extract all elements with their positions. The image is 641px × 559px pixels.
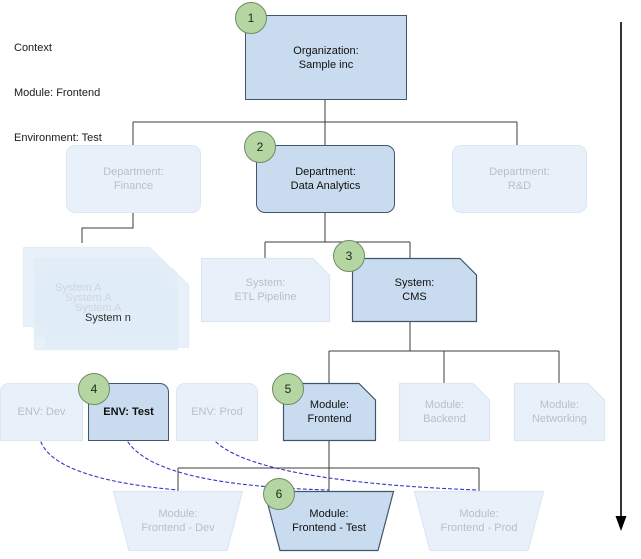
context-environment: Environment: Test [14,132,102,144]
badge-label: 4 [90,382,98,396]
node-label: ENV: Prod [191,406,243,418]
outline-stack-card-4 [33,274,179,351]
node-env-dev[interactable]: ENV: Dev [0,383,83,441]
outline-system-cms [351,257,478,323]
badge-1[interactable]: 1 [235,2,267,34]
node-label: Department: Data Analytics [290,166,361,192]
stack-label-3: System A [75,302,122,314]
node-label: ENV: Dev [17,406,66,418]
outline-module-backend [398,382,491,442]
outline-system-etl-pipeline [200,257,331,323]
stack-label-4: System n [85,312,131,324]
node-label: Module: Frontend - Dev [141,508,215,534]
link-env-dev-to-frontend-dev [40,441,179,491]
node-module-networking[interactable]: Module: Networking [514,383,605,441]
badge-label: 3 [345,249,353,263]
link-env-prod-to-frontend-prod [215,441,479,491]
node-system-cms[interactable]: System: CMS [352,258,477,322]
node-department-rnd[interactable]: Department: R&D [452,145,587,213]
connector-finance-to-system-stack [81,213,134,243]
outline-stack-card-3 [44,267,190,349]
stack-label-2: System A [65,292,112,304]
badge-3[interactable]: 3 [333,240,365,272]
badge-6[interactable]: 6 [263,478,295,510]
outline-module-frontend-prod [413,490,545,552]
node-module-frontend-prod[interactable]: Module: Frontend - Prod [414,491,544,551]
outline-module-networking [513,382,606,442]
node-module-backend[interactable]: Module: Backend [399,383,490,441]
node-label: Department: R&D [489,166,550,192]
node-label: Module: Frontend - Prod [440,508,518,534]
badge-5[interactable]: 5 [272,373,304,405]
flow-direction-arrow [615,22,627,531]
outline-stack-card-1 [22,246,168,328]
badge-4[interactable]: 4 [78,373,110,405]
outline-stack-card-2 [33,257,179,339]
node-label: ENV: Test [103,406,154,418]
node-department-data-analytics[interactable]: Department: Data Analytics [256,145,395,213]
outline-module-frontend-test [263,490,395,552]
node-label: Module: Backend [423,399,466,425]
outline-module-frontend-dev [112,490,244,552]
node-label: Module: Networking [531,399,588,425]
link-env-test-to-frontend-test [127,441,329,491]
node-organization-sample-inc[interactable]: Organization: Sample inc [245,15,407,100]
node-label: System: ETL Pipeline [234,277,297,303]
node-label: Module: Frontend [307,399,352,425]
badge-label: 2 [256,140,264,154]
node-label: Organization: Sample inc [293,44,359,71]
badge-label: 1 [247,11,255,25]
context-module: Module: Frontend [14,87,101,99]
badge-2[interactable]: 2 [244,131,276,163]
node-label: System: CMS [394,277,435,303]
node-label: Module: Frontend - Test [292,508,366,534]
node-label: Department: Finance [103,166,164,192]
context-legend: Context Module: Frontend Environment: Te… [14,11,102,176]
outline-module-frontend [282,382,377,442]
stack-label-1: System A [55,282,102,294]
badge-label: 5 [284,382,292,396]
context-title: Context [14,42,52,54]
node-department-finance[interactable]: Department: Finance [66,145,201,213]
node-system-etl-pipeline[interactable]: System: ETL Pipeline [201,258,330,322]
node-env-prod[interactable]: ENV: Prod [176,383,258,441]
node-module-frontend-dev[interactable]: Module: Frontend - Dev [113,491,243,551]
badge-label: 6 [275,487,283,501]
